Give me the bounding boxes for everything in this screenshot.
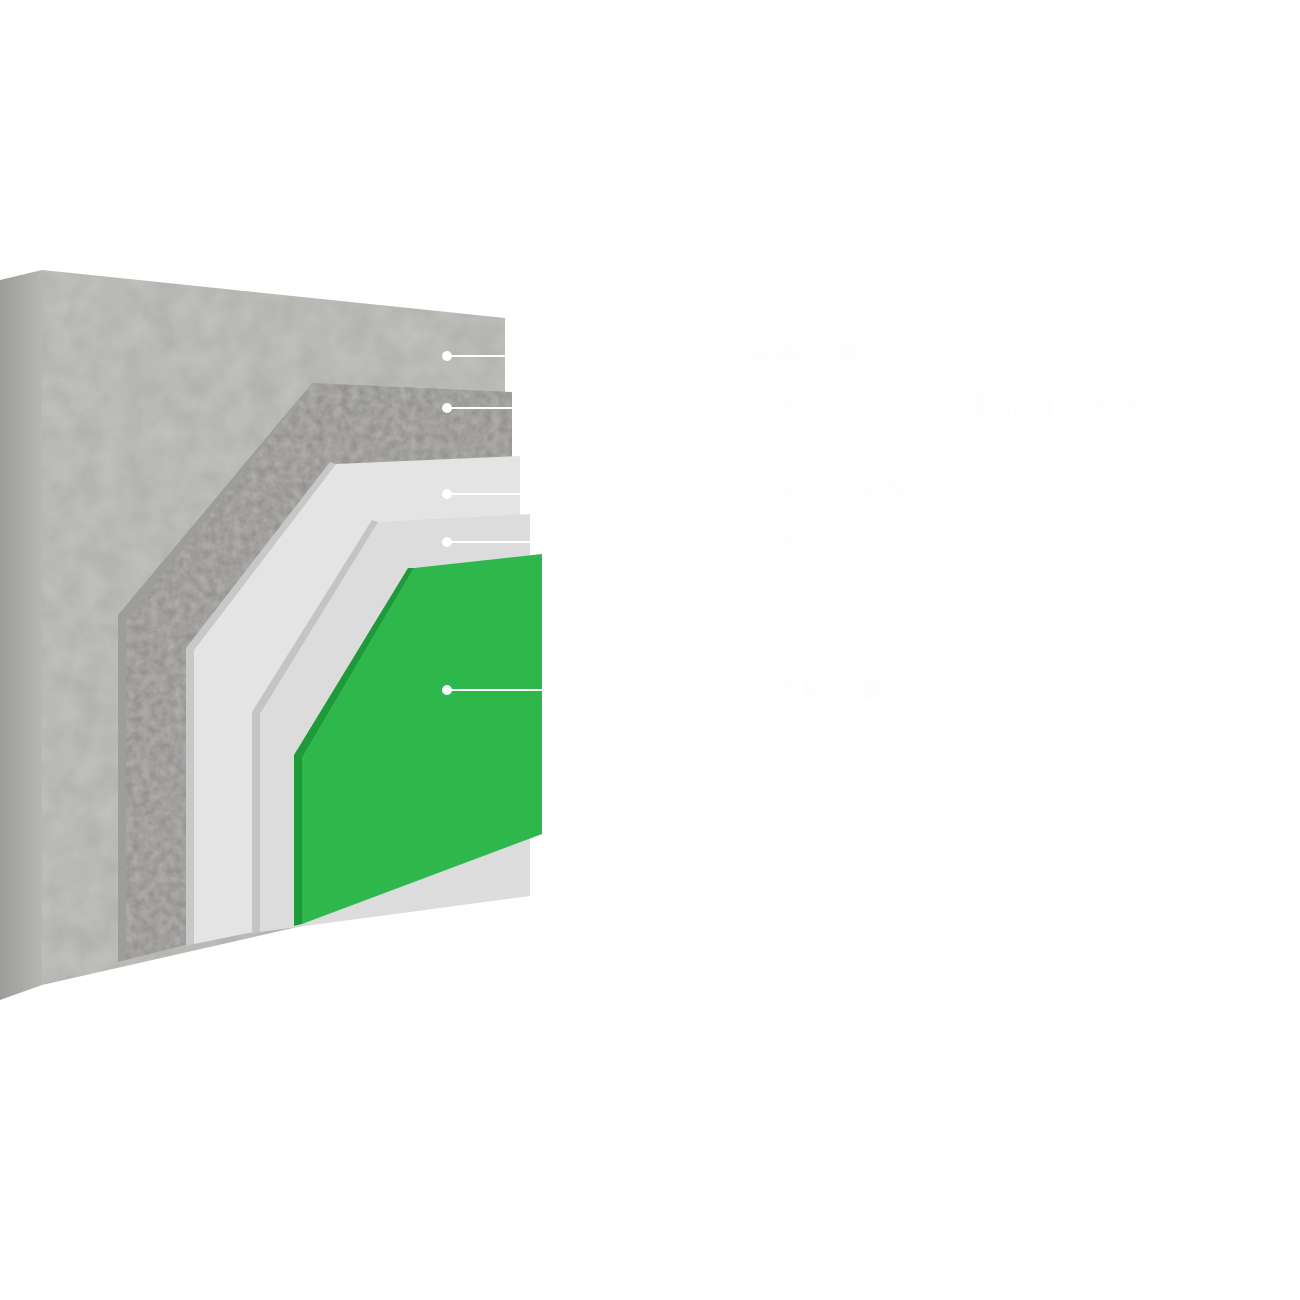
label-leveling-layer: 高弛找平找下 (746, 526, 914, 557)
dry-mortar-edge (186, 462, 336, 946)
leader-lines (442, 351, 708, 695)
label-dry-mortar: 高弛抗干砂浆 (746, 478, 914, 509)
label-waterproof-putty: 高弛耐水腻子 (746, 674, 914, 705)
label-interface-layer: 高弛EVA或SBR砂浆界面处理剂拉毛层 (746, 392, 1223, 423)
label-concrete-wall: 混凝土墙 (746, 340, 858, 371)
concrete-wall-side (0, 270, 42, 1000)
waterproof-putty (302, 554, 542, 924)
